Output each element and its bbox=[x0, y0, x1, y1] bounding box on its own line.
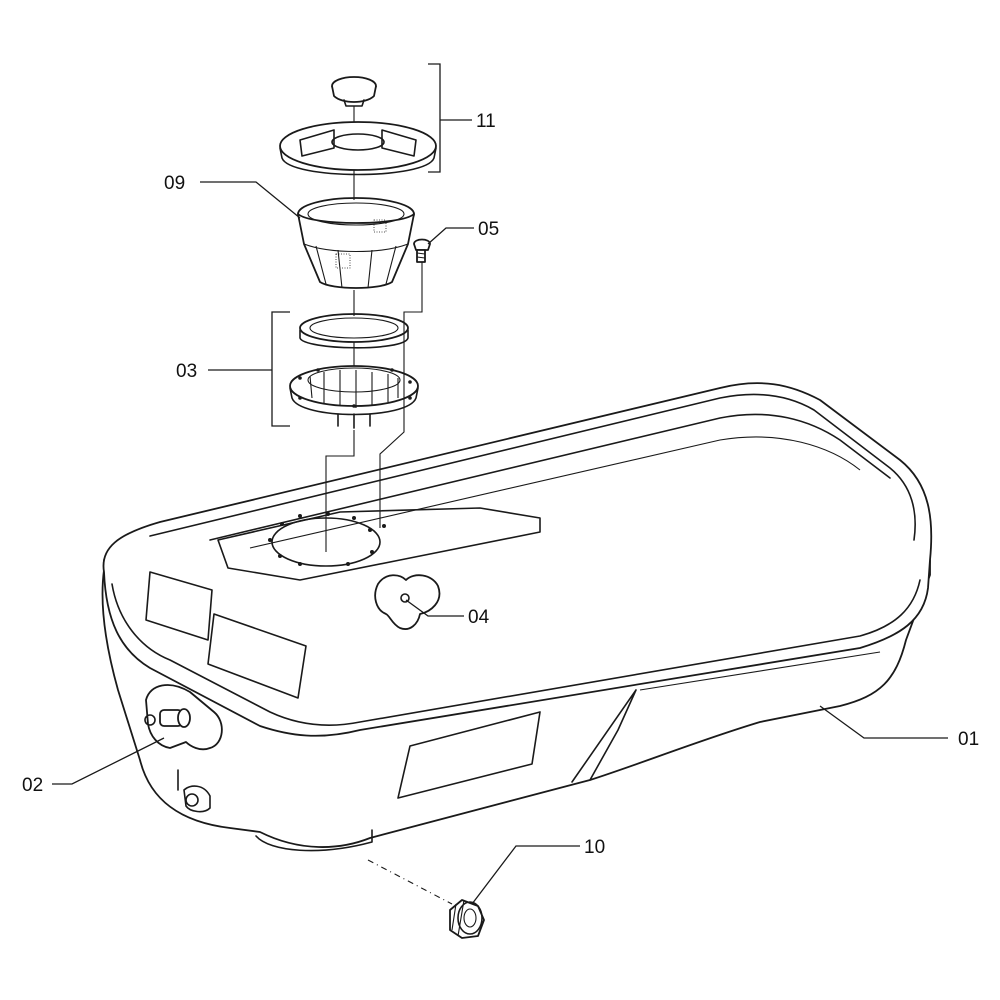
callout-01: 01 bbox=[958, 729, 979, 750]
label-panel-front-2 bbox=[207, 613, 307, 699]
callout-02: 02 bbox=[22, 775, 43, 796]
callout-09: 09 bbox=[164, 173, 185, 194]
leader-lines bbox=[52, 63, 948, 905]
callout-11: 11 bbox=[476, 111, 496, 132]
label-panel-front-1 bbox=[145, 571, 213, 641]
part-03-ring-collar bbox=[289, 313, 419, 429]
label-panel-side bbox=[397, 711, 541, 799]
tank-body bbox=[101, 382, 933, 852]
callout-04: 04 bbox=[468, 607, 490, 628]
mounting-holes bbox=[268, 512, 386, 566]
callout-10: 10 bbox=[584, 837, 605, 858]
explosion-lines bbox=[325, 106, 423, 552]
callout-05: 05 bbox=[478, 219, 499, 240]
part-10-drain-plug bbox=[367, 859, 485, 939]
part-11-lid-cap bbox=[279, 76, 437, 176]
callout-labels: 11 09 05 03 04 02 01 10 bbox=[22, 111, 979, 858]
part-09-strainer bbox=[297, 197, 415, 289]
callout-03: 03 bbox=[176, 361, 197, 382]
part-02-valve bbox=[144, 684, 223, 813]
part-04-fitting bbox=[374, 574, 441, 630]
part-05-screw bbox=[413, 238, 431, 263]
